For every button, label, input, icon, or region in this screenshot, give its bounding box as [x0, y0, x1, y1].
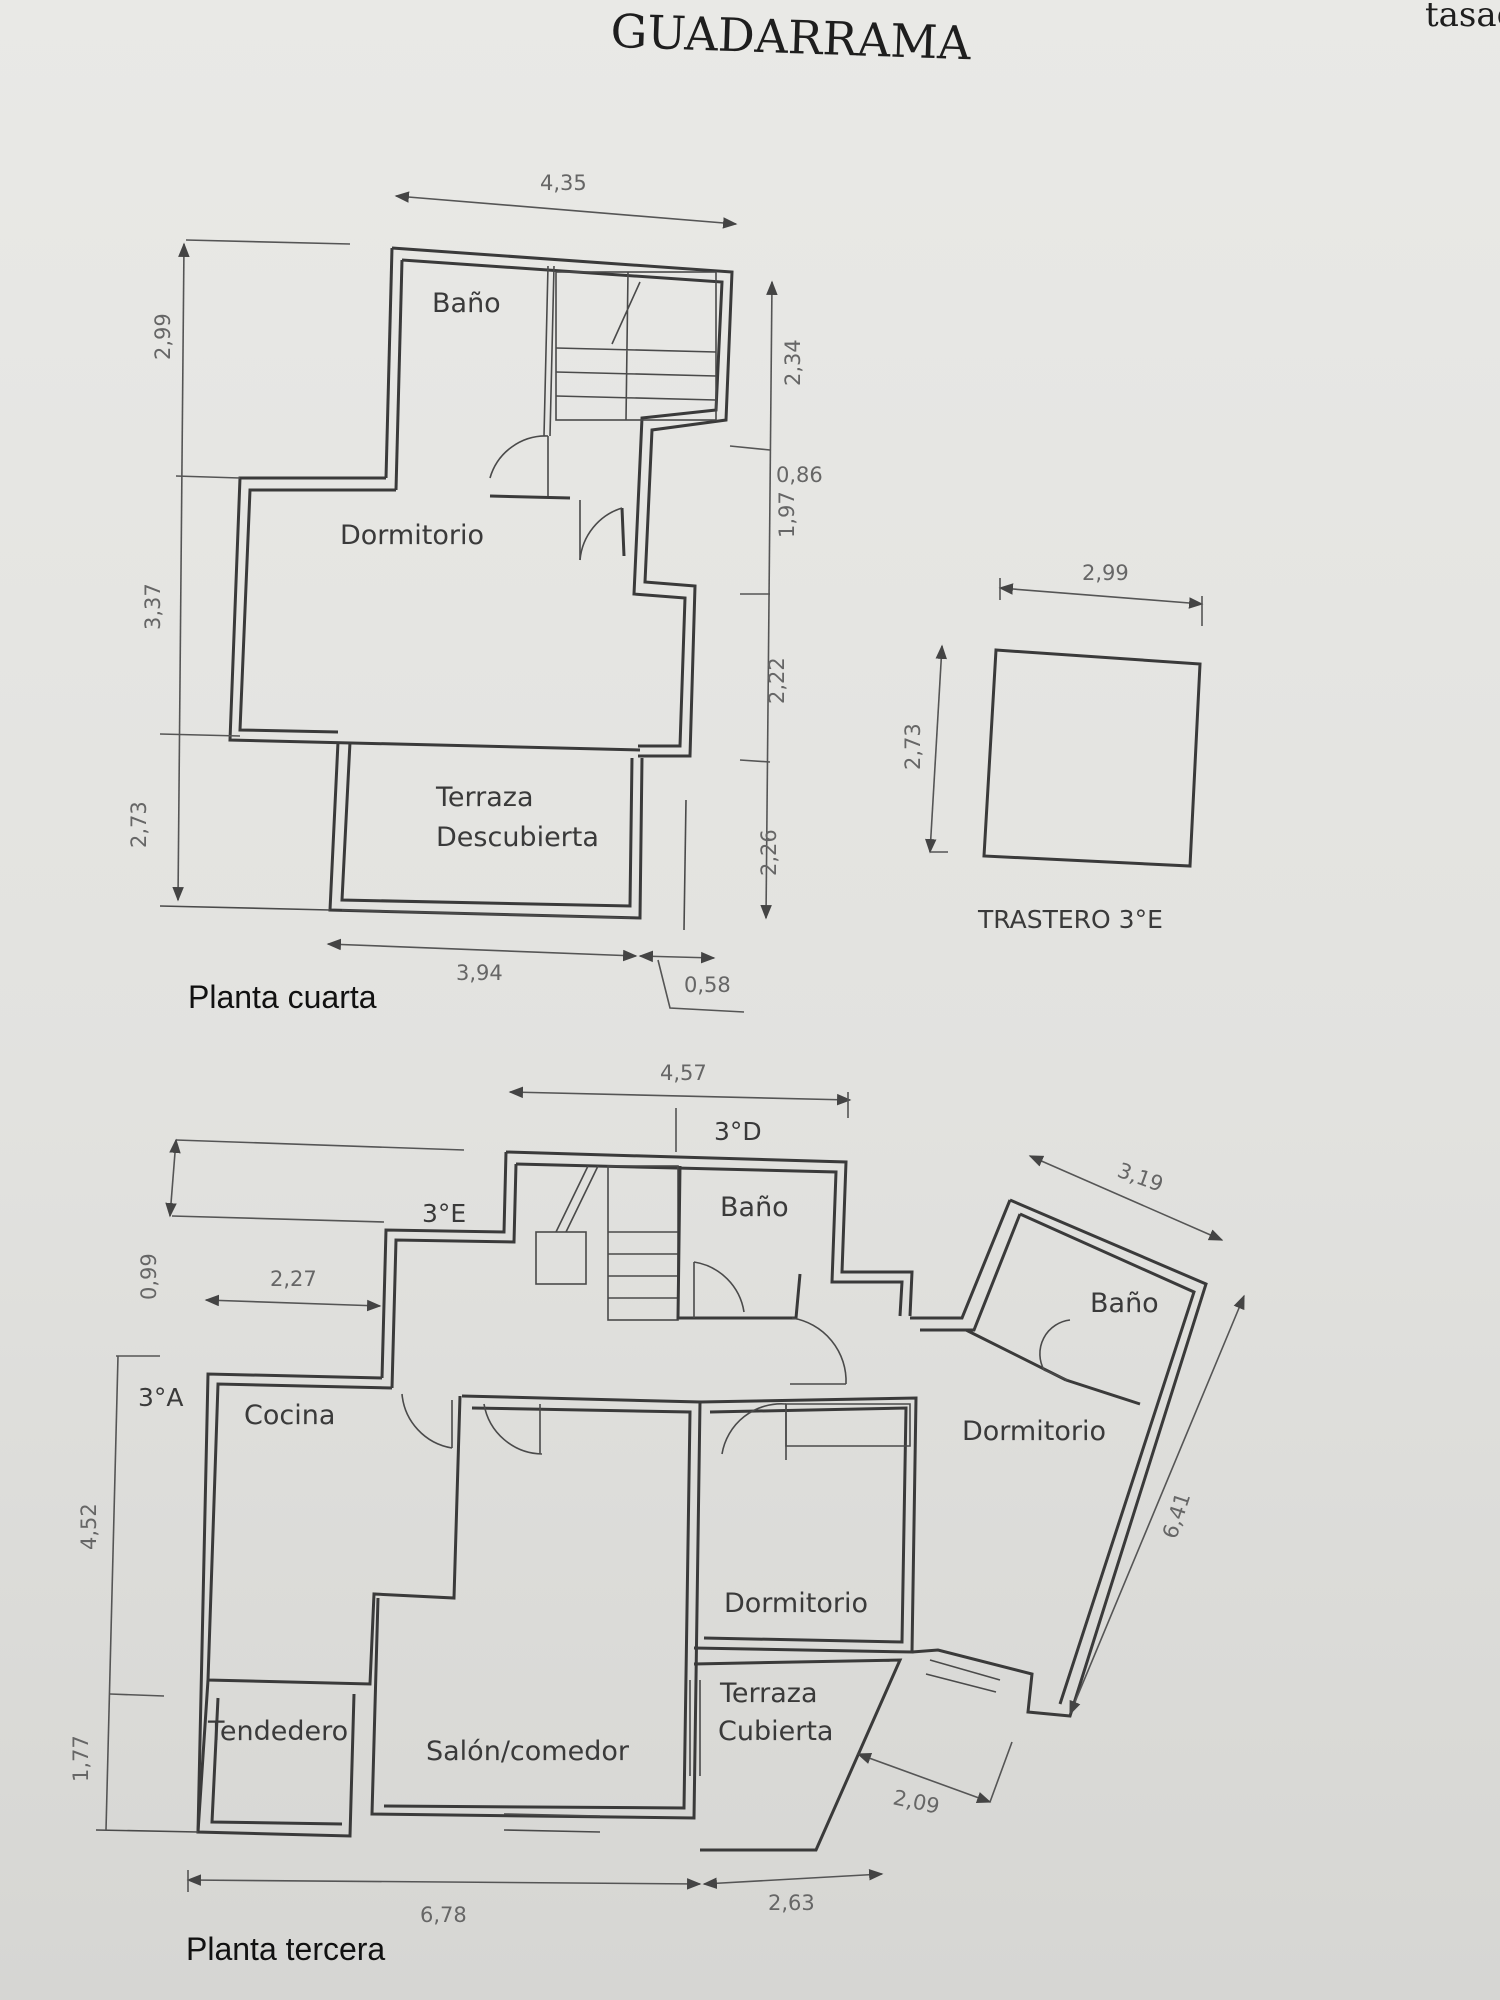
planta-tercera-terraza-rail: [689, 1680, 701, 1776]
planta-tercera-right-block-left: [910, 1199, 1022, 1332]
dim-3-19: 3,19: [1114, 1158, 1166, 1197]
unit-3d-label: 3°D: [714, 1117, 762, 1146]
trastero-width: 2,99: [1082, 561, 1129, 585]
planta-cuarta-bano-inner: [394, 259, 404, 491]
planta-cuarta-terraza-inner: [340, 741, 634, 908]
planta-tercera-tendedero-wall: [196, 1679, 356, 1838]
dim-2-27: 2,27: [270, 1267, 317, 1291]
trastero-height: 2,73: [901, 723, 925, 770]
planta-tercera-salon-window: [503, 1813, 601, 1833]
unit-3a-label: 3°A: [138, 1383, 184, 1412]
planta-tercera-cocina-door: [401, 1393, 453, 1449]
planta-tercera-base-line: [95, 1829, 199, 1833]
planta-tercera-salon-label: Salón/comedor: [426, 1736, 630, 1767]
planta-cuarta-stairs: [555, 271, 717, 421]
planta-tercera-top-wall: [505, 1150, 914, 1317]
planta-tercera-right-block-wall: [911, 1198, 1208, 1718]
dim-2-99: 2,99: [151, 313, 175, 360]
planta-tercera-top-left: [380, 1151, 518, 1389]
planta-tercera-bano-right-label: Baño: [1090, 1288, 1159, 1319]
planta-cuarta-bano-wall: [384, 247, 394, 479]
planta-cuarta-door-arc: [489, 435, 623, 561]
planta-tercera-dormitorio-right-label: Dormitorio: [962, 1416, 1106, 1447]
planta-tercera-bano-left-wall: [676, 1165, 802, 1320]
corner-text: tasac: [1425, 0, 1500, 35]
planta-tercera-salon-door: [483, 1403, 543, 1455]
planta-cuarta-terraza-rail: [341, 909, 631, 919]
dim-2-63: 2,63: [768, 1891, 815, 1915]
planta-tercera-right-door: [790, 1317, 847, 1385]
unit-3e-label: 3°E: [422, 1199, 466, 1228]
dim-3-37: 3,37: [141, 583, 165, 630]
planta-tercera-cocina-wall: [196, 1372, 383, 1833]
planta-cuarta-dimensions: 4,35 2,99 3,37 2,73 2,34 0,86 1,97 2,22 …: [127, 171, 823, 1013]
planta-tercera-cocina-label: Cocina: [244, 1400, 335, 1431]
planta-cuarta-terraza-label-2: Descubierta: [436, 822, 599, 853]
planta-tercera-stairs: [535, 1165, 679, 1321]
planta-cuarta-ground-line: [159, 905, 331, 911]
dim-6-41: 6,41: [1158, 1490, 1195, 1542]
planta-cuarta-label: Planta cuarta: [188, 979, 377, 1015]
dim-6-78: 6,78: [420, 1903, 467, 1927]
planta-tercera-right-window: [925, 1659, 1001, 1693]
planta-tercera-dormitorio-mid-wardrobe: [785, 1403, 911, 1447]
planta-cuarta-upper-wall: [391, 246, 734, 758]
dim-2-73: 2,73: [127, 801, 151, 848]
planta-cuarta-dormitorio-inner: [238, 488, 396, 734]
planta-tercera-dormitorio-mid-inner: [703, 1406, 908, 1644]
planta-tercera-bano-right-door: [1039, 1319, 1071, 1381]
planta-tercera-tendedero-inner: [210, 1697, 343, 1826]
planta-cuarta-outer-rail: [683, 799, 687, 931]
planta-tercera-bano-right-wall: [965, 1328, 1141, 1406]
dim-2-26: 2,26: [757, 829, 781, 876]
trastero-room: [982, 648, 1202, 868]
planta-cuarta-dormitorio-wall: [228, 476, 641, 752]
planta-cuarta-bano-divider: [543, 265, 555, 437]
dim-4-57: 4,57: [660, 1061, 707, 1085]
planta-tercera-bano-left-label: Baño: [720, 1192, 789, 1223]
planta-cuarta-dormitorio-label: Dormitorio: [340, 520, 484, 551]
dim-2-22: 2,22: [765, 657, 789, 704]
planta-tercera-top-inner: [515, 1162, 904, 1317]
planta-tercera-label: Planta tercera: [186, 1931, 385, 1967]
dim-2-34: 2,34: [781, 339, 805, 386]
planta-tercera-dormitorio-mid-wall: [693, 1396, 918, 1654]
dim-1-97: 1,97: [775, 491, 799, 538]
dim-3-94: 3,94: [456, 961, 503, 985]
planta-tercera-cocina-inner: [206, 1382, 462, 1686]
planta-tercera-plan: 3°D 3°E 3°A Baño Baño Cocina Dormitorio …: [69, 1061, 1245, 1967]
planta-cuarta-upper-inner: [401, 258, 724, 748]
planta-tercera-tendedero-label: Tendedero: [207, 1716, 348, 1747]
dim-1-77: 1,77: [69, 1735, 93, 1782]
planta-tercera-dimensions: 4,57 3,19 6,41 0,99 2,27 4,52 1,77 6,78 …: [69, 1061, 1245, 1927]
planta-tercera-bano-door: [693, 1261, 745, 1318]
dim-0-99: 0,99: [137, 1253, 161, 1300]
planta-tercera-salon-wall: [370, 1394, 702, 1820]
dim-0-86: 0,86: [776, 463, 823, 487]
planta-tercera-dormitorio-mid-label: Dormitorio: [724, 1588, 868, 1619]
page-title: GUADARRAMA: [610, 4, 973, 71]
planta-cuarta-door-leaf: [547, 436, 581, 560]
dim-0-58: 0,58: [684, 973, 731, 997]
planta-cuarta-bano-label: Baño: [432, 288, 501, 319]
planta-tercera-terraza-label-2: Cubierta: [718, 1716, 833, 1747]
planta-cuarta-dormitorio-top: [489, 494, 626, 557]
dim-4-35: 4,35: [540, 171, 587, 195]
planta-tercera-terraza-label-1: Terraza: [719, 1678, 818, 1709]
planta-cuarta-terraza-label-1: Terraza: [435, 782, 534, 813]
dim-2-09: 2,09: [891, 1785, 942, 1818]
planta-cuarta-plan: Baño Dormitorio Terraza Descubierta 4,35…: [127, 171, 823, 1015]
dim-4-52: 4,52: [77, 1503, 101, 1550]
trastero-plan: 2,99 2,73 TRASTERO 3°E: [901, 561, 1204, 934]
planta-tercera-salon-inner: [383, 1406, 692, 1810]
trastero-label: TRASTERO 3°E: [977, 905, 1163, 934]
